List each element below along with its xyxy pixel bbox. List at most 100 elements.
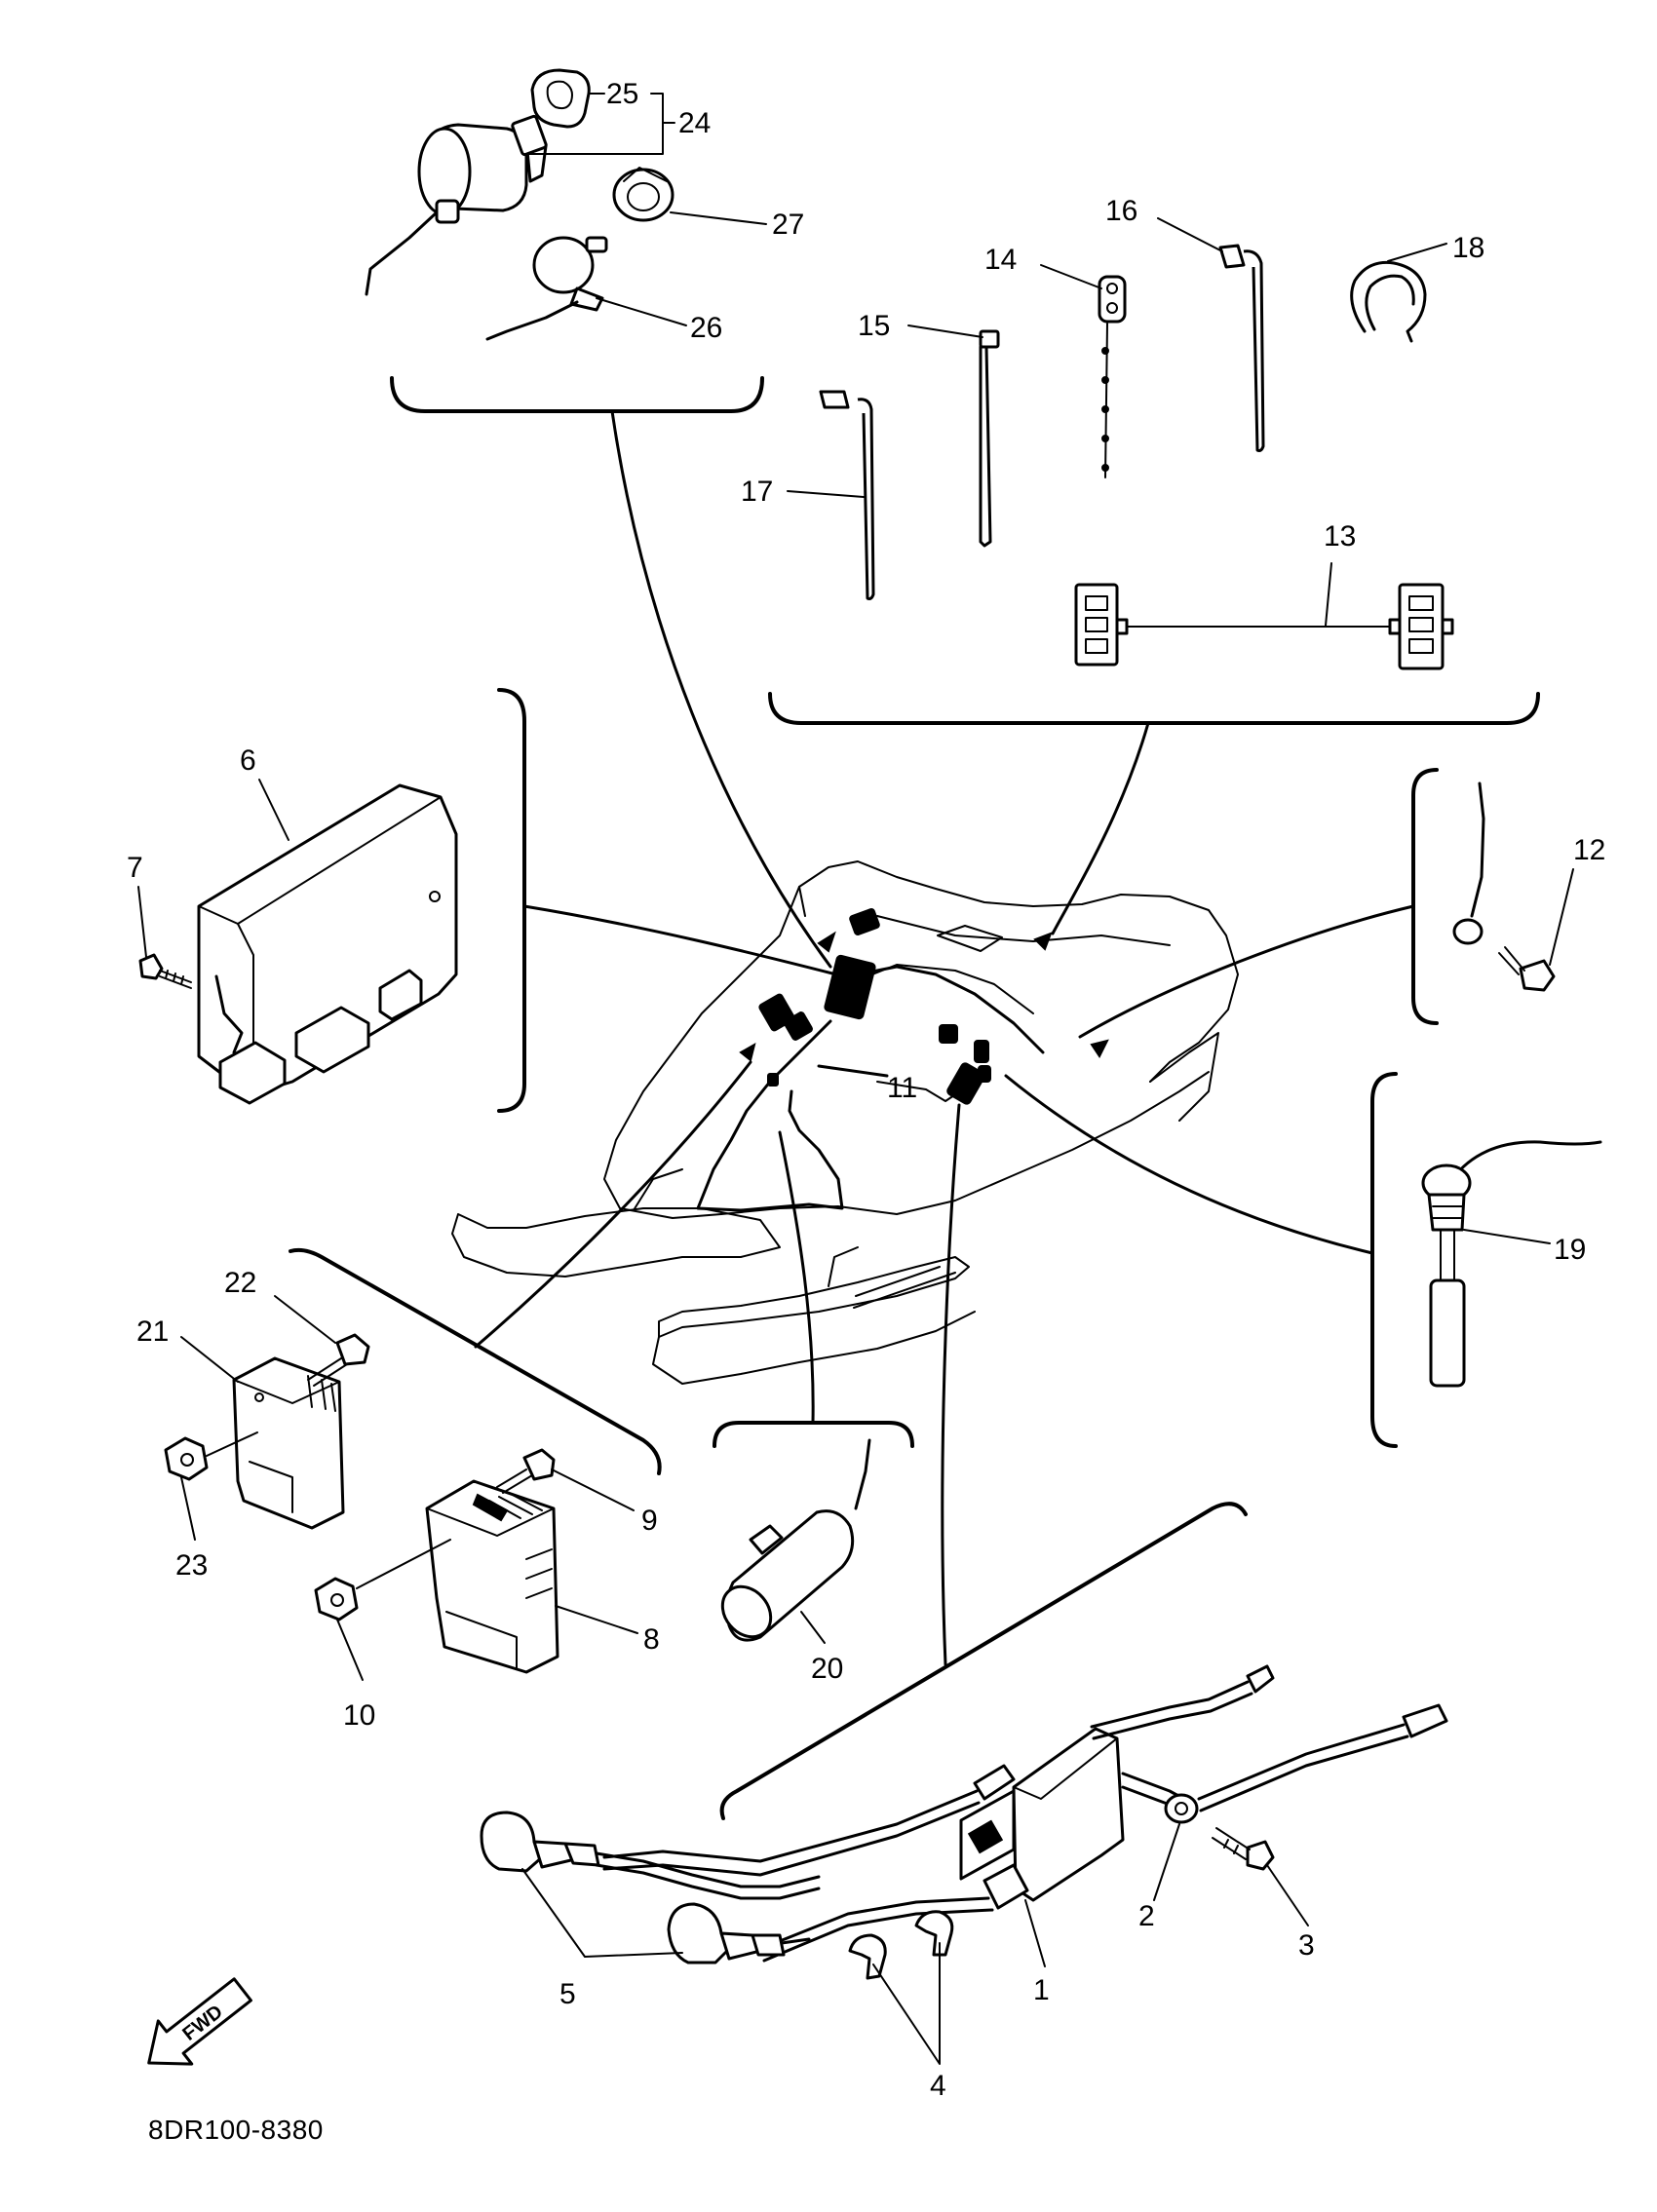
leader-label-21 <box>180 1336 239 1383</box>
arrow-marker-2 <box>1033 932 1053 951</box>
nut-23-body <box>164 1436 209 1481</box>
clip-18-loop <box>1350 260 1427 343</box>
harness-connector-e <box>974 1040 989 1063</box>
bracket-ignition-group <box>719 1502 1248 1820</box>
leader-label-7 <box>137 886 147 958</box>
nut-10-leader <box>356 1539 451 1589</box>
cable-tie-15-head <box>979 329 1000 349</box>
ht-lead-upper <box>602 1789 979 1863</box>
bracket-cdi-group <box>497 688 526 1113</box>
ht-lead-lower <box>758 1896 990 1951</box>
part-cable-tie-17 <box>819 390 875 600</box>
snowmobile-outline <box>451 860 1239 1385</box>
part-nut-23 <box>164 1431 258 1481</box>
rectifier-21-plug <box>249 1461 293 1513</box>
sensor-19-wire <box>1450 1140 1602 1181</box>
harness-connector-h <box>767 1073 779 1087</box>
callout-17: 17 <box>741 476 773 508</box>
part-clamps-4 <box>848 1910 954 1980</box>
ignition-coil-bottom-tower <box>983 1863 1029 1910</box>
cable-tie-17-strap <box>857 398 875 600</box>
leader-label-3 <box>1266 1864 1309 1926</box>
leader-11 <box>817 1064 889 1078</box>
part-bolt-9 <box>496 1448 556 1494</box>
bracket-condenser-group <box>713 1421 914 1448</box>
leader-label-22 <box>274 1295 336 1344</box>
bolt-7-thread <box>165 970 184 985</box>
clamp-14-head <box>1098 275 1127 324</box>
regulator-8-ribs <box>525 1548 553 1599</box>
leader-sensor-group <box>1004 1074 1374 1255</box>
harness-connector-c <box>849 908 880 935</box>
primary-lead-3-tip <box>1402 1703 1448 1738</box>
leader-label-4 <box>872 1942 941 2065</box>
bolt-9-head <box>522 1448 556 1481</box>
leader-label-27 <box>670 211 767 225</box>
ski-right-strut <box>828 1246 859 1287</box>
bolt-12-shank <box>1498 946 1525 975</box>
clamp-14-bead-3 <box>1101 405 1109 413</box>
part-condenser-20 <box>720 1438 871 1642</box>
hood-outline <box>798 860 1239 1083</box>
body-lower <box>720 1071 1210 1215</box>
leader-label-17 <box>787 490 865 498</box>
fwd-arrow-shape <box>147 1977 252 2066</box>
leader-switch-group <box>610 409 832 969</box>
screw-3-thread <box>1223 1839 1239 1854</box>
callout-4: 4 <box>930 2070 946 2102</box>
callout-15: 15 <box>858 310 890 342</box>
connector-13-right-tab-l <box>1388 618 1402 635</box>
callout-7: 7 <box>127 852 143 884</box>
callout-21: 21 <box>136 1316 169 1348</box>
terminal-2-eyelet <box>1164 1793 1199 1824</box>
leader-label-18 <box>1387 243 1447 262</box>
clamp-14-hole-top <box>1106 283 1118 294</box>
leader-label-2 <box>1153 1823 1180 1901</box>
sensor-19-probe <box>1429 1278 1466 1388</box>
bolt-9-shank <box>496 1468 533 1494</box>
rectifier-21-hole <box>254 1392 264 1402</box>
leader-label-5 <box>521 1868 683 1958</box>
leader-label-12 <box>1549 868 1574 966</box>
key-head-hole <box>546 80 573 110</box>
sensor-19-body <box>1427 1193 1466 1232</box>
nut-10-hole <box>330 1593 344 1607</box>
bolt-12-head <box>1519 959 1556 992</box>
cdi-unit-plug-1 <box>218 1041 287 1105</box>
suspension-line <box>853 1266 956 1309</box>
clamp-14-bead-1 <box>1101 347 1109 355</box>
bolt-22-head <box>335 1333 370 1366</box>
rectifier-21-fins <box>307 1375 336 1412</box>
ignition-coil-body <box>1012 1727 1125 1902</box>
cdi-unit-plug-2 <box>294 1006 370 1074</box>
screw-3-head <box>1246 1840 1275 1871</box>
callout-25: 25 <box>606 78 638 110</box>
harness-connector-b <box>784 1011 813 1041</box>
part-ignition-coil <box>602 1664 1448 1963</box>
cdi-unit-top-face <box>237 796 442 925</box>
key-blade <box>511 114 548 157</box>
leader-label-10 <box>336 1619 364 1681</box>
primary-lead-1b <box>1092 1692 1253 1740</box>
clamp-4-left <box>848 1933 887 1980</box>
nut-23-leader <box>206 1431 258 1457</box>
arrow-marker-3 <box>1090 1039 1109 1058</box>
main-harness <box>696 1019 844 1212</box>
callout-9: 9 <box>641 1505 658 1537</box>
clamp-14-chain <box>1104 323 1108 478</box>
ht-lead-upper-b <box>602 1801 981 1877</box>
regulator-8-vent <box>472 1493 509 1522</box>
callout-27: 27 <box>772 209 804 241</box>
harness-connector-g <box>946 1062 985 1105</box>
leader-label-16 <box>1157 217 1223 252</box>
cable-tie-16-strap <box>1243 249 1265 452</box>
clamp-14-bead-2 <box>1101 376 1109 384</box>
terminal-2-hole <box>1175 1802 1188 1815</box>
part-main-switch <box>365 68 591 296</box>
callout-20: 20 <box>811 1653 843 1685</box>
callout-10: 10 <box>343 1699 375 1732</box>
stop-switch-bracket <box>569 286 604 312</box>
callout-13: 13 <box>1324 520 1356 553</box>
windshield-notch <box>937 925 1003 952</box>
